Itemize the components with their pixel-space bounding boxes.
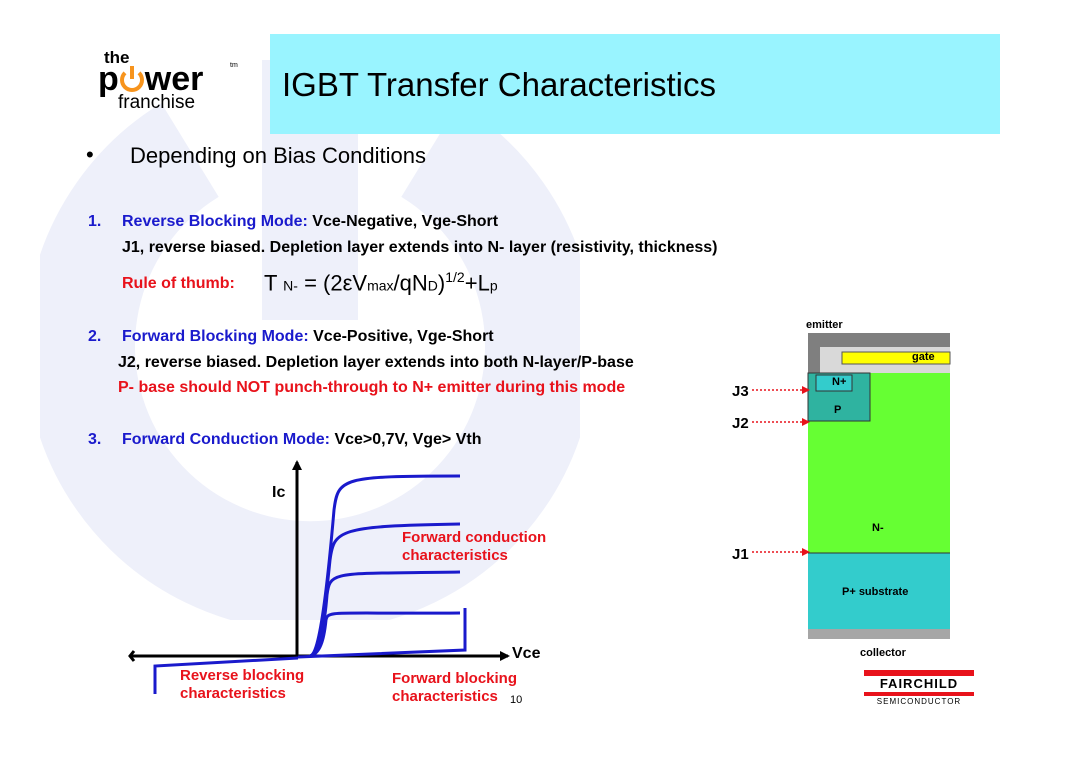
mode-3-conditions: Vce>0,7V, Vge> Vth xyxy=(334,431,482,448)
fairchild-semiconductor: SEMICONDUCTOR xyxy=(876,697,962,706)
power-button-icon xyxy=(119,66,144,92)
j2-arrow xyxy=(802,418,810,426)
logo-franchise: franchise xyxy=(118,92,196,113)
p-label: P xyxy=(834,404,842,416)
mode-3-name: Forward Conduction Mode: xyxy=(122,431,330,448)
fairchild-logo-bar-lower xyxy=(864,692,974,696)
mode-2-warning: P- base should NOT punch-through to N+ e… xyxy=(118,379,626,396)
fairchild-logo-bar xyxy=(864,670,974,676)
mode-2-name: Forward Blocking Mode: xyxy=(122,328,309,345)
j3-label: J3 xyxy=(732,383,749,400)
y-axis-label: Ic xyxy=(272,484,286,501)
logo-trademark: tm xyxy=(230,62,238,69)
mode-3-heading: Forward Conduction Mode: Vce>0,7V, Vge> … xyxy=(122,431,482,449)
igbt-structure-diagram xyxy=(752,333,951,639)
collector-metal xyxy=(808,629,950,639)
page-number: 10 xyxy=(510,694,523,706)
mode-3-number: 3. xyxy=(88,431,102,448)
mode-1-conditions: Vce-Negative, Vge-Short xyxy=(312,213,499,230)
emitter-contact xyxy=(808,333,820,373)
forward-blocking-curve xyxy=(297,608,467,659)
j3-arrow xyxy=(802,386,810,394)
mode-2-number: 2. xyxy=(88,328,102,345)
emitter-metal xyxy=(808,333,950,347)
mode-1-number: 1. xyxy=(88,213,102,230)
logo-the: the xyxy=(104,48,130,67)
rule-of-thumb-label: Rule of thumb: xyxy=(122,275,235,292)
bullet-text: Depending on Bias Conditions xyxy=(130,143,426,168)
gate-label: gate xyxy=(912,351,935,363)
j1-label: J1 xyxy=(732,546,749,563)
mode-1-detail: J1, reverse biased. Depletion layer exte… xyxy=(122,239,718,256)
mode-2-heading: Forward Blocking Mode: Vce-Positive, Vge… xyxy=(122,328,494,346)
bullet-mark: • xyxy=(86,142,94,167)
collector-label: collector xyxy=(860,647,906,659)
fairchild-logo: FAIRCHILD SEMICONDUCTOR xyxy=(864,670,974,706)
forward-blocking-label: Forward blocking characteristics xyxy=(392,670,518,705)
page-title: IGBT Transfer Characteristics xyxy=(282,66,717,103)
mode-1-heading: Reverse Blocking Mode: Vce-Negative, Vge… xyxy=(122,213,498,231)
reverse-blocking-curve xyxy=(153,656,299,694)
fairchild-name: FAIRCHILD xyxy=(879,676,959,691)
iv-characteristics-chart xyxy=(128,460,510,694)
reverse-blocking-label: Reverse blocking characteristics xyxy=(180,667,305,702)
j1-arrow xyxy=(802,548,810,556)
j2-label: J2 xyxy=(732,415,749,432)
x-axis-left-arrow xyxy=(128,650,136,662)
p-substrate-label: P+ substrate xyxy=(842,586,909,598)
p-plus-substrate xyxy=(808,553,950,629)
gate-electrode xyxy=(841,351,951,365)
depletion-formula: T N- = (2εVmax/qND)1/2+Lp xyxy=(264,269,498,296)
conduction-curve-1 xyxy=(309,611,461,658)
n-minus-label: N- xyxy=(872,522,884,534)
n-plus-region xyxy=(815,374,853,392)
conduction-curve-4 xyxy=(309,474,461,658)
title-bar: IGBT Transfer Characteristics xyxy=(270,34,1000,134)
n-plus-label: N+ xyxy=(832,376,847,388)
emitter-label: emitter xyxy=(806,319,843,331)
mode-2-detail: J2, reverse biased. Depletion layer exte… xyxy=(118,354,634,371)
x-axis-label: Vce xyxy=(512,645,541,662)
mode-2-conditions: Vce-Positive, Vge-Short xyxy=(313,328,494,345)
mode-1-name: Reverse Blocking Mode: xyxy=(122,213,308,230)
forward-conduction-label: Forward conduction characteristics xyxy=(402,529,547,564)
